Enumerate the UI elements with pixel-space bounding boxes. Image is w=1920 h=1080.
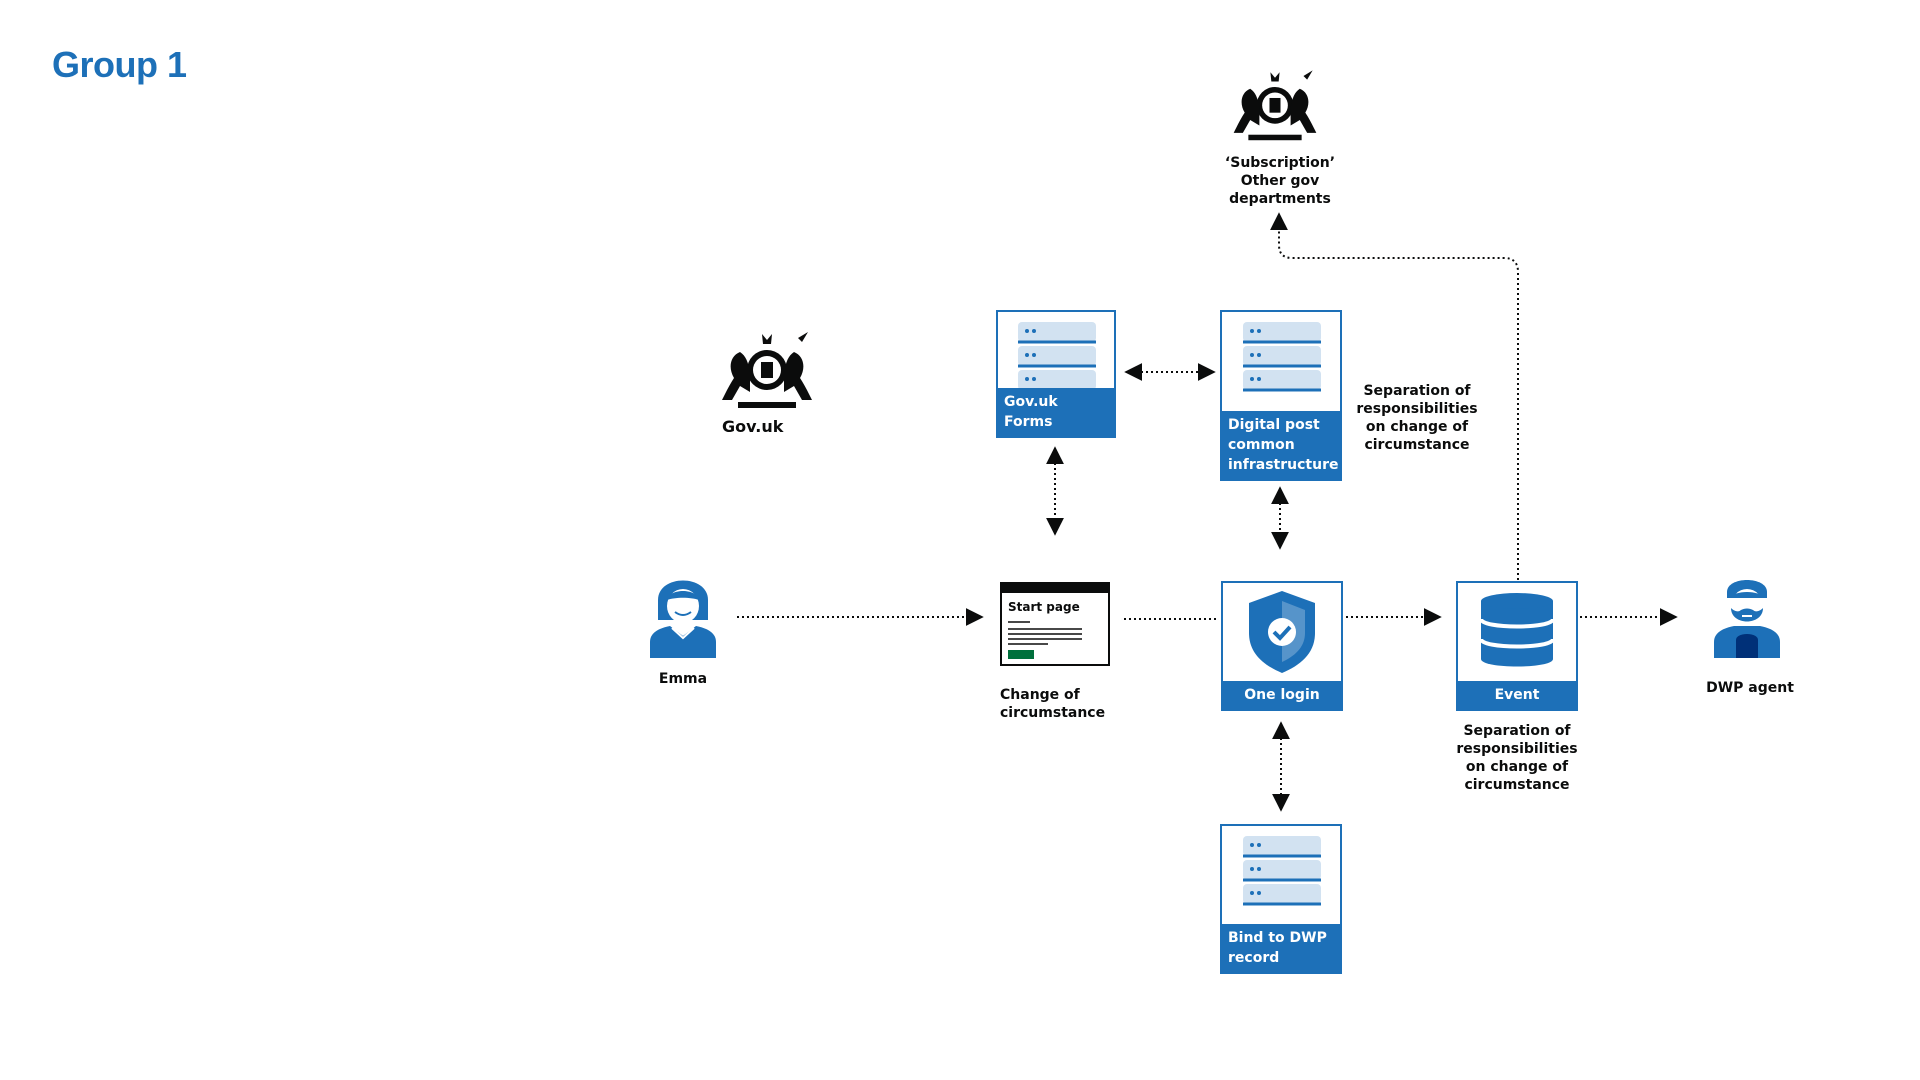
bind-dwp-label: Bind to DWP record <box>1222 924 1340 972</box>
separation-bottom-line-4: circumstance <box>1464 777 1570 793</box>
dwp-agent-label: DWP agent <box>1706 680 1794 696</box>
subscription-label: ‘Subscription’ Other gov departments <box>1200 154 1360 208</box>
change-line-1: Change of <box>1000 687 1080 703</box>
digital-post-line-3: infrastructure <box>1228 457 1339 473</box>
bind-dwp-line-2: record <box>1228 950 1280 966</box>
separation-top-line-4: circumstance <box>1364 437 1470 453</box>
start-button-graphic <box>1008 650 1034 659</box>
digital-post-node: Digital post common infrastructure <box>1220 310 1342 481</box>
event-node: Event <box>1456 581 1578 711</box>
emma-label: Emma <box>658 671 708 687</box>
govuk-forms-label: Gov.uk Forms <box>998 388 1114 436</box>
one-login-node: One login <box>1221 581 1343 711</box>
bind-dwp-node: Bind to DWP record <box>1220 824 1342 974</box>
edge-event-subscription <box>1270 212 1519 580</box>
govuk-forms-node: Gov.uk Forms <box>996 310 1116 438</box>
start-page-header-bar <box>1002 584 1108 593</box>
database-icon <box>1479 593 1555 667</box>
shield-check-icon <box>1249 591 1315 673</box>
person-female-icon <box>650 580 716 658</box>
digital-post-label: Digital post common infrastructure <box>1222 411 1340 479</box>
separation-bottom-line-2: responsibilities <box>1456 741 1578 757</box>
separation-bottom-line-1: Separation of <box>1463 723 1571 739</box>
digital-post-line-2: common <box>1228 437 1295 453</box>
bind-dwp-line-1: Bind to DWP <box>1228 930 1327 946</box>
start-page-title: Start page <box>1008 600 1080 614</box>
subscription-line-3: departments <box>1229 191 1331 207</box>
subscription-line-2: Other gov <box>1240 173 1320 189</box>
subscription-line-1: ‘Subscription’ <box>1224 155 1336 171</box>
change-of-circumstance-label: Change of circumstance <box>1000 686 1140 722</box>
subscription-crest-icon <box>1233 70 1317 141</box>
start-page-content-lines <box>1008 621 1082 659</box>
separation-bottom-line-3: on change of <box>1465 759 1569 775</box>
page-title: Group 1 <box>52 44 187 85</box>
start-page-card: Start page <box>1000 582 1110 666</box>
royal-coat-of-arms-icon <box>722 332 812 408</box>
event-label: Event <box>1458 681 1576 709</box>
gov-uk-label: Gov.uk <box>722 417 784 436</box>
separation-top-line-3: on change of <box>1365 419 1469 435</box>
server-stack-icon <box>1243 322 1321 392</box>
separation-note-top: Separation of responsibilities on change… <box>1352 382 1482 454</box>
separation-top-line-2: responsibilities <box>1356 401 1478 417</box>
person-bearded-icon <box>1714 580 1780 658</box>
one-login-label: One login <box>1223 681 1341 709</box>
separation-top-line-1: Separation of <box>1363 383 1471 399</box>
separation-note-bottom: Separation of responsibilities on change… <box>1450 722 1584 794</box>
digital-post-line-1: Digital post <box>1228 417 1320 433</box>
change-line-2: circumstance <box>1000 705 1106 721</box>
server-stack-icon <box>1243 836 1321 906</box>
